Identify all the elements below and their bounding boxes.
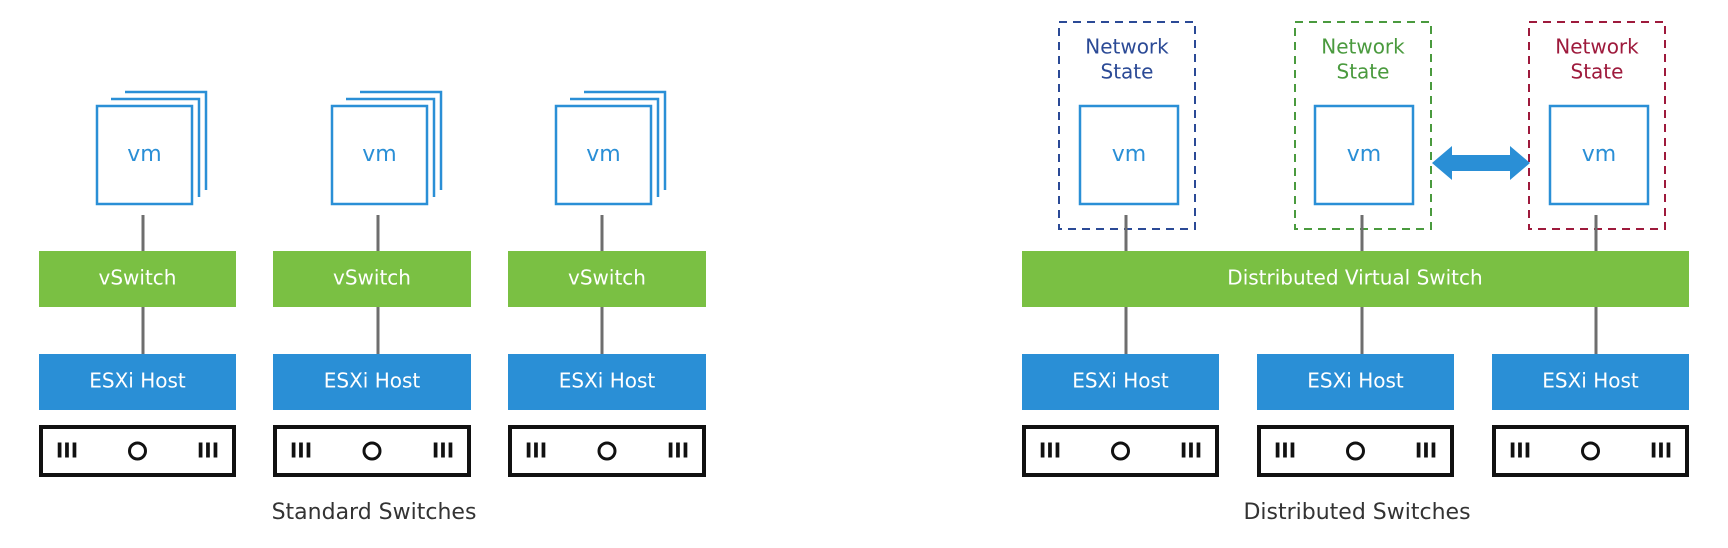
server-power-icon bbox=[1346, 441, 1365, 461]
vm-stack-back-icon bbox=[360, 90, 443, 190]
network-state-label: State bbox=[1101, 60, 1154, 84]
vm-2: vm bbox=[1313, 104, 1415, 206]
server-frame bbox=[1022, 425, 1219, 477]
vm-stack-mid-icon bbox=[570, 97, 660, 197]
server-frame bbox=[1257, 425, 1454, 477]
esxi-host-3: ESXi Host bbox=[508, 354, 706, 410]
server-chassis-2: III III bbox=[273, 425, 471, 477]
vswitch-1: vSwitch bbox=[39, 251, 236, 307]
vm-stack-mid-icon bbox=[111, 97, 201, 197]
vm-box bbox=[330, 104, 429, 206]
vm-stack-back-icon bbox=[125, 90, 208, 190]
vm-label: vm bbox=[586, 142, 620, 167]
server-slots-left-icon: III bbox=[290, 439, 312, 463]
server-slots-left-icon: III bbox=[1039, 439, 1061, 463]
server-slots-right-icon: III bbox=[1415, 439, 1437, 463]
double-arrow-icon bbox=[1432, 146, 1530, 180]
distributed-virtual-switch: Distributed Virtual Switch bbox=[1022, 251, 1689, 307]
esxi-host-box bbox=[1022, 354, 1219, 410]
server-power-icon bbox=[597, 441, 617, 461]
server-frame bbox=[1492, 425, 1689, 477]
vm-label: vm bbox=[1582, 142, 1616, 167]
vm-box bbox=[1548, 104, 1650, 206]
server-slots-left-icon: III bbox=[1509, 439, 1531, 463]
distributed-switches-caption: Distributed Switches bbox=[1243, 500, 1470, 525]
server-slots-right-icon: III bbox=[1650, 439, 1672, 463]
esxi-host-5: ESXi Host bbox=[1257, 354, 1454, 410]
network-state-label: Network bbox=[1085, 35, 1169, 59]
esxi-host-box bbox=[1257, 354, 1454, 410]
server-power-icon bbox=[362, 441, 382, 461]
vm-box bbox=[1313, 104, 1415, 206]
server-power-icon bbox=[128, 441, 147, 461]
server-frame bbox=[508, 425, 706, 477]
vm-label: vm bbox=[362, 142, 396, 167]
server-slots-right-icon: III bbox=[667, 439, 689, 463]
standard-switches-caption: Standard Switches bbox=[272, 500, 477, 525]
esxi-host-6: ESXi Host bbox=[1492, 354, 1689, 410]
esxi-host-label: ESXi Host bbox=[324, 369, 421, 393]
esxi-host-label: ESXi Host bbox=[89, 369, 186, 393]
esxi-host-box bbox=[508, 354, 706, 410]
esxi-host-4: ESXi Host bbox=[1022, 354, 1219, 410]
server-power-icon bbox=[1581, 441, 1600, 461]
server-frame bbox=[273, 425, 471, 477]
dvs-box bbox=[1022, 251, 1689, 307]
server-slots-left-icon: III bbox=[1274, 439, 1296, 463]
server-power-icon bbox=[1111, 441, 1130, 461]
esxi-host-label: ESXi Host bbox=[1542, 369, 1639, 393]
esxi-host-label: ESXi Host bbox=[1072, 369, 1169, 393]
vm-box bbox=[554, 104, 653, 206]
server-chassis-6: III III bbox=[1492, 425, 1689, 477]
network-state-label: Network bbox=[1321, 35, 1405, 59]
vswitch-label: vSwitch bbox=[333, 266, 411, 290]
vm-stack-1: vm bbox=[95, 90, 208, 206]
vswitch-box bbox=[508, 251, 706, 307]
network-state-label: State bbox=[1571, 60, 1624, 84]
server-chassis-4: III III bbox=[1022, 425, 1219, 477]
server-chassis-5: III III bbox=[1257, 425, 1454, 477]
vswitch-3: vSwitch bbox=[508, 251, 706, 307]
esxi-host-label: ESXi Host bbox=[559, 369, 656, 393]
vm-stack-mid-icon bbox=[346, 97, 436, 197]
server-frame bbox=[39, 425, 236, 477]
vswitch-2: vSwitch bbox=[273, 251, 471, 307]
server-slots-left-icon: III bbox=[525, 439, 547, 463]
vswitch-label: vSwitch bbox=[99, 266, 177, 290]
esxi-host-label: ESXi Host bbox=[1307, 369, 1404, 393]
esxi-host-box bbox=[39, 354, 236, 410]
vm-label: vm bbox=[127, 142, 161, 167]
dvs-label: Distributed Virtual Switch bbox=[1227, 266, 1482, 290]
network-state-label: Network bbox=[1555, 35, 1639, 59]
server-slots-right-icon: III bbox=[1180, 439, 1202, 463]
server-slots-right-icon: III bbox=[432, 439, 454, 463]
esxi-host-box bbox=[1492, 354, 1689, 410]
esxi-host-box bbox=[273, 354, 471, 410]
vswitch-box bbox=[273, 251, 471, 307]
server-chassis-3: III III bbox=[508, 425, 706, 477]
vm-stack-3: vm bbox=[554, 90, 667, 206]
vm-stack-back-icon bbox=[584, 90, 667, 190]
vm-box bbox=[95, 104, 194, 206]
server-slots-right-icon: III bbox=[197, 439, 219, 463]
vm-stack-2: vm bbox=[330, 90, 443, 206]
server-chassis-1: III III bbox=[39, 425, 236, 477]
vm-label: vm bbox=[1347, 142, 1381, 167]
vm-1: vm bbox=[1078, 104, 1180, 206]
vswitch-label: vSwitch bbox=[568, 266, 646, 290]
network-state-label: State bbox=[1337, 60, 1390, 84]
vm-3: vm bbox=[1548, 104, 1650, 206]
vm-box bbox=[1078, 104, 1180, 206]
vm-label: vm bbox=[1112, 142, 1146, 167]
vswitch-box bbox=[39, 251, 236, 307]
esxi-host-1: ESXi Host bbox=[39, 354, 236, 410]
esxi-host-2: ESXi Host bbox=[273, 354, 471, 410]
server-slots-left-icon: III bbox=[56, 439, 78, 463]
